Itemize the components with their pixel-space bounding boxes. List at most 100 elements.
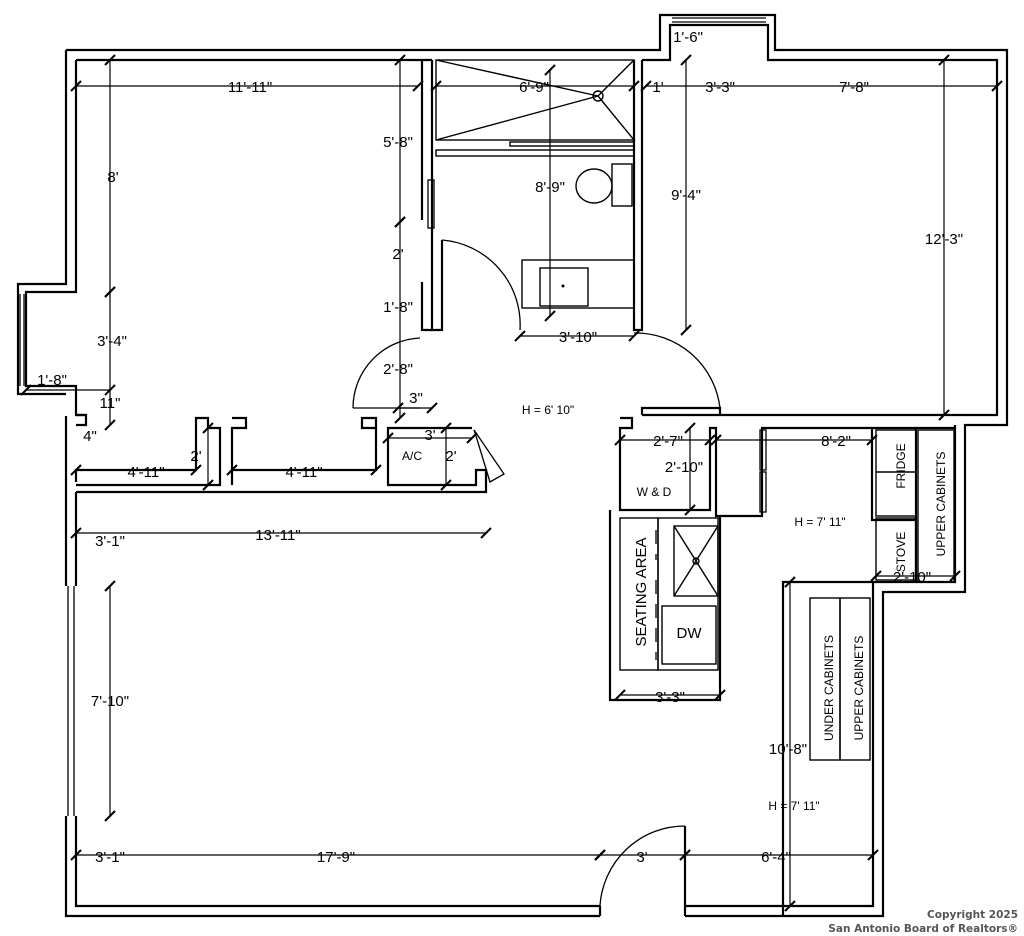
dimension-tick — [544, 310, 556, 322]
dimension-tick — [190, 464, 202, 476]
dimension-tick — [104, 580, 116, 592]
dimension-tick — [866, 434, 878, 446]
dimension-tick — [70, 80, 82, 92]
dim-one-foot: 1' — [652, 79, 663, 96]
dimension-tick — [938, 409, 950, 421]
dimension-tick — [20, 384, 32, 396]
dim-entry-right: 6'-4" — [761, 849, 791, 866]
dimension-tick — [426, 402, 438, 414]
dim-wd-width: 2'-7" — [653, 433, 683, 450]
kitchen-height: H = 7' 11" — [794, 515, 845, 529]
exterior-walls — [16, 13, 1009, 918]
dimension-tick — [684, 422, 696, 434]
dimension-tick — [784, 576, 796, 588]
dimension-tick — [430, 80, 442, 92]
hall-height: H = 6' 10" — [522, 403, 574, 417]
dim-bedroom2-depth: 9'-4" — [671, 187, 701, 204]
dim-bedroom2-total: 12'-3" — [925, 231, 963, 248]
dimension-tick — [104, 286, 116, 298]
dim-window-width: 1'-6" — [673, 29, 703, 46]
dimension-tick — [104, 384, 116, 396]
dim-closet-b: 4'-11" — [285, 464, 322, 481]
dim-window-height: 7'-10" — [91, 693, 129, 710]
copyright-notice: Copyright 2025 San Antonio Board of Real… — [828, 909, 1018, 935]
dimension-tick — [628, 80, 640, 92]
dimension-tick — [514, 330, 526, 342]
dim-living-width: 13'-11" — [255, 527, 300, 544]
dim-bedroom2-right: 7'-8" — [839, 79, 869, 96]
doors — [352, 179, 767, 907]
dimension-tick — [394, 412, 406, 424]
dimension-tick — [710, 434, 722, 446]
ceiling-heights: H = 6' 10" H = 7' 11" H = 7' 11" — [522, 403, 846, 813]
dimension-tick — [382, 432, 394, 444]
dimension-ticks — [20, 54, 1003, 912]
dimension-labels: 11'-11" 8' 5'-8" 6'-9" 1'-6" 1' 3'-3" 7'… — [37, 29, 963, 866]
dim-ac-depth: 2' — [445, 448, 456, 465]
dimension-tick — [679, 849, 691, 861]
dimension-tick — [991, 80, 1003, 92]
dimension-tick — [104, 419, 116, 431]
bath-fixtures — [435, 59, 635, 309]
wd-label: W & D — [637, 485, 672, 499]
dimension-tick — [614, 434, 626, 446]
dim-stove-width: 2'-10" — [893, 569, 931, 586]
dim-kitchen-depth: 10'-8" — [769, 741, 807, 758]
dimension-tick — [394, 216, 406, 228]
dim-eleven-inch: 11" — [100, 395, 121, 412]
dimension-tick — [466, 432, 478, 444]
dim-kitchen-width: 8'-2" — [821, 433, 851, 450]
dim-wall-3ft1-b: 3'-1" — [95, 849, 125, 866]
dw-label: DW — [677, 625, 703, 642]
dimension-tick — [104, 54, 116, 66]
dim-bath-depth: 8'-9" — [535, 179, 565, 196]
dim-closet-a: 4'-11" — [127, 464, 164, 481]
dimension-tick — [680, 324, 692, 336]
dimension-tick — [70, 464, 82, 476]
dimension-tick — [70, 527, 82, 539]
copyright-line2: San Antonio Board of Realtors® — [828, 923, 1018, 935]
dim-bay-depth: 3'-4" — [97, 333, 127, 350]
dimension-tick — [226, 464, 238, 476]
dimension-tick — [440, 479, 452, 491]
dimension-tick — [392, 402, 404, 414]
dimension-tick — [938, 54, 950, 66]
dim-left-closet-2ft: 2' — [190, 448, 201, 465]
dimension-tick — [104, 810, 116, 822]
dim-door-width: 2'-8" — [383, 361, 413, 378]
dimension-tick — [684, 504, 696, 516]
dimension-lines — [26, 60, 997, 906]
dim-closet-height: 5'-8" — [383, 134, 413, 151]
dimension-tick — [412, 80, 424, 92]
seating-area-label: SEATING AREA — [633, 538, 650, 647]
dim-ac-width: 3' — [424, 427, 435, 444]
dimension-tick — [202, 479, 214, 491]
interior-walls — [74, 60, 955, 916]
dimension-tick — [784, 900, 796, 912]
fridge-label: FRIDGE — [894, 443, 908, 488]
upper-cabinets-right-label: UPPER CABINETS — [934, 452, 948, 557]
dim-hall-1ft8: 1'-8" — [383, 299, 413, 316]
dim-window-offset: 3'-3" — [705, 79, 735, 96]
dim-wall-3ft1-a: 3'-1" — [95, 533, 125, 550]
dim-three-inch: 3" — [409, 390, 423, 407]
dimension-tick — [370, 464, 382, 476]
dim-bay-width: 1'-8" — [37, 372, 67, 389]
fixture-labels: A/C W & D FRIDGE STOVE UPPER CABINETS UN… — [402, 443, 948, 741]
dimension-tick — [480, 527, 492, 539]
dimension-tick — [70, 849, 82, 861]
dim-bedroom-depth: 8' — [107, 169, 118, 186]
dimension-tick — [867, 849, 879, 861]
dim-wd-depth: 2'-10" — [665, 459, 703, 476]
under-cabinets-label: UNDER CABINETS — [822, 635, 836, 741]
dimension-tick — [394, 54, 406, 66]
dimension-tick — [714, 689, 726, 701]
living-height: H = 7' 11" — [768, 799, 819, 813]
dim-bath-width: 6'-9" — [519, 79, 549, 96]
dimension-tick — [440, 422, 452, 434]
dimension-tick — [544, 64, 556, 76]
dim-seating-width: 3'-3" — [655, 689, 685, 706]
dim-front-door: 3' — [636, 849, 647, 866]
dim-hall-2ft: 2' — [392, 246, 403, 263]
dimension-tick — [949, 570, 961, 582]
